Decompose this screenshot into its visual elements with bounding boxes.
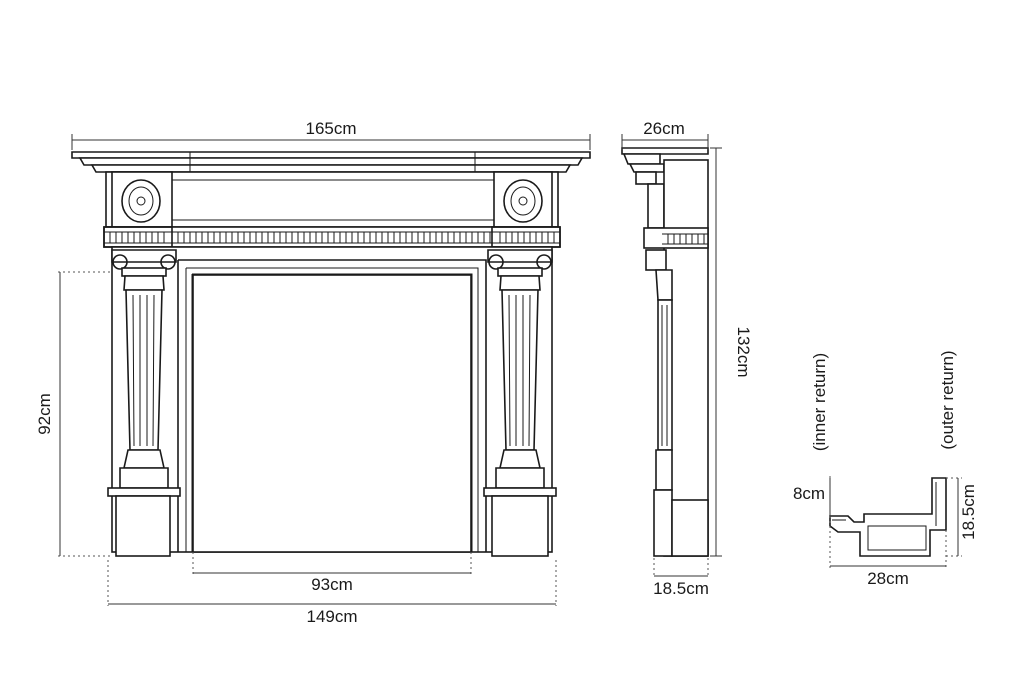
right-column (483, 249, 557, 557)
left-column (107, 249, 181, 557)
overall-width-label: 165cm (305, 119, 356, 138)
section-dimensions (829, 476, 962, 570)
frieze (105, 171, 559, 228)
base-width-label: 149cm (306, 607, 357, 626)
side-height-label: 132cm (734, 326, 753, 377)
inner-return-label: (inner return) (810, 353, 829, 451)
side-top-depth-label: 26cm (643, 119, 685, 138)
inner-height-label: 8cm (793, 484, 825, 503)
dentil-band (103, 226, 561, 248)
opening-surround (111, 246, 553, 553)
side-view: 26cm 132cm 18.5cm (621, 119, 753, 598)
outer-return-label: (outer return) (938, 350, 957, 449)
section-width-label: 28cm (867, 569, 909, 588)
section-view: (inner return) (outer return) 8cm 18.5cm… (793, 350, 978, 588)
front-view: 165cm 149cm 93cm 92cm (35, 119, 591, 626)
mantel-shelf (71, 151, 591, 173)
opening-width-label: 93cm (311, 575, 353, 594)
outer-height-label: 18.5cm (959, 484, 978, 540)
opening-height-label: 92cm (35, 393, 54, 435)
front-dimensions (58, 134, 591, 606)
side-dimensions (621, 134, 722, 578)
side-base-depth-label: 18.5cm (653, 579, 709, 598)
